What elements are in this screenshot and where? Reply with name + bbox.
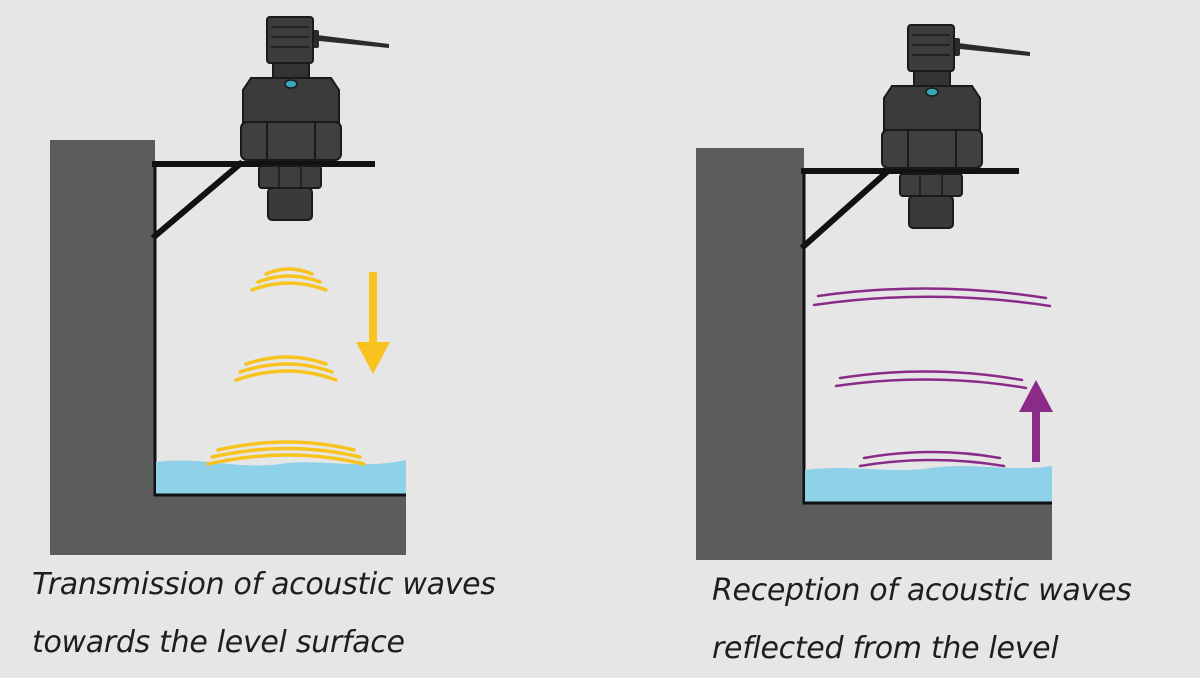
caption-line-1: Reception of acoustic waves — [712, 573, 1132, 608]
reception-panel — [696, 24, 1053, 560]
transmission-caption: Transmission of acoustic waves towards t… — [32, 556, 496, 672]
transmission-panel — [50, 16, 406, 555]
reflected-waves — [812, 287, 1052, 468]
tank-wall-left — [50, 140, 406, 555]
caption-line-1: Transmission of acoustic waves — [32, 567, 496, 602]
liquid-surface-right — [805, 466, 1052, 503]
mounting-bracket-right — [799, 166, 1019, 505]
caption-line-2: reflected from the level — [712, 631, 1059, 666]
tank-wall-right — [696, 148, 1052, 560]
ultrasonic-sensor — [240, 16, 390, 221]
mounting-bracket — [150, 159, 375, 497]
caption-line-2: towards the level surface — [32, 625, 405, 660]
liquid-surface — [156, 460, 406, 495]
reception-caption: Reception of acoustic waves reflected fr… — [712, 562, 1132, 678]
arrow-down-icon — [356, 272, 390, 374]
transmitted-waves — [206, 267, 366, 466]
ultrasonic-sensor-right — [881, 24, 1031, 229]
arrow-up-icon — [1019, 380, 1053, 462]
